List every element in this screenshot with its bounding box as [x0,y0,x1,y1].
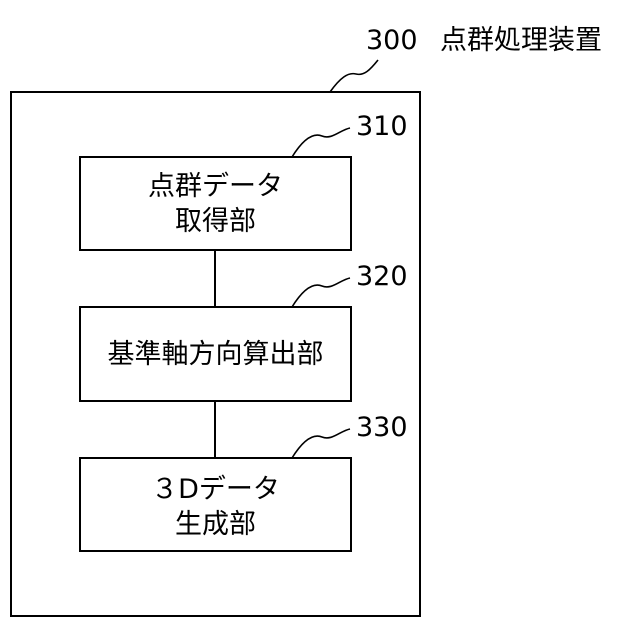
block-310-leader-line [292,128,350,157]
block-330-label-line1: ３Dデータ [80,472,351,507]
block-330-label-line2: 生成部 [80,507,351,542]
block-320-leader-line [292,278,350,307]
block-310-number: 310 [356,113,408,140]
device-name: 点群処理装置 [440,27,602,54]
block-330-leader-line [292,429,350,458]
device-number: 300 [366,27,418,54]
block-330-number: 330 [356,414,408,441]
block-330-label: ３Dデータ 生成部 [80,472,351,542]
device-leader-line [330,60,378,92]
block-310-label: 点群データ 取得部 [80,169,351,239]
block-310-label-line1: 点群データ [80,169,351,204]
block-320-label-line1: 基準軸方向算出部 [80,337,351,372]
block-320-number: 320 [356,263,408,290]
block-320-label: 基準軸方向算出部 [80,337,351,372]
block-310-label-line2: 取得部 [80,204,351,239]
